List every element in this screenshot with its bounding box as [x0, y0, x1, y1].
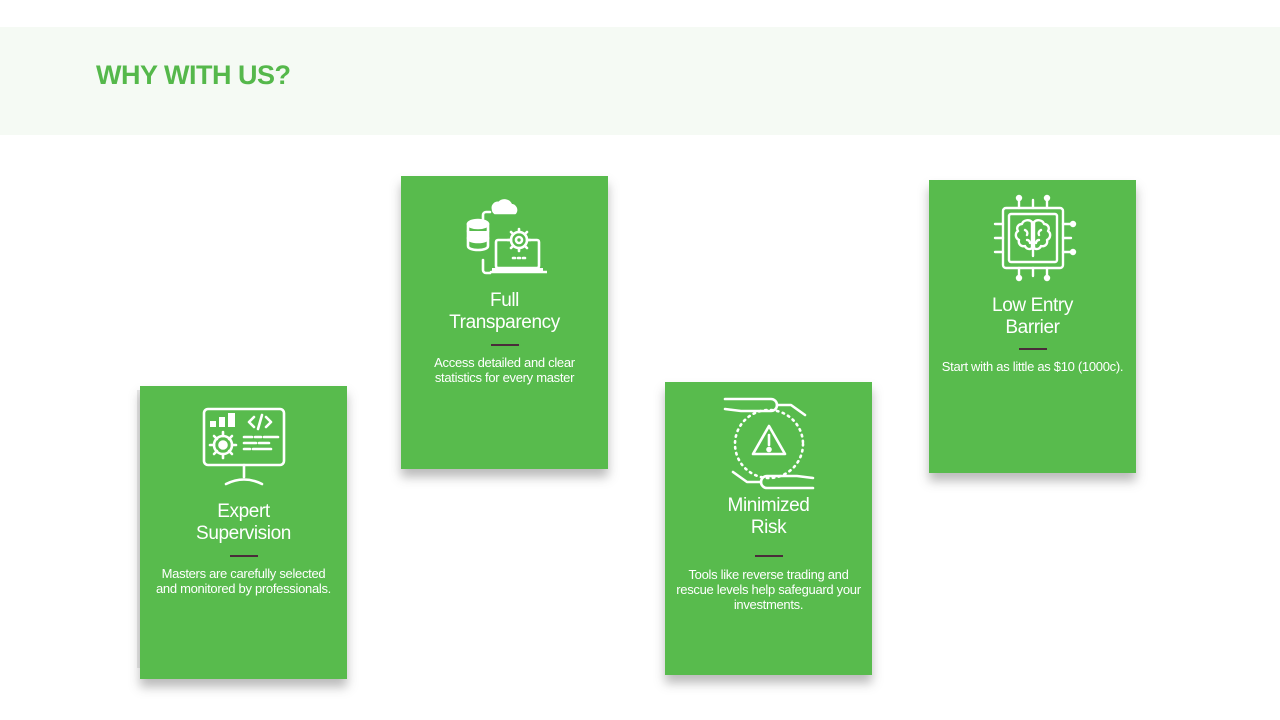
card-divider [490, 344, 519, 346]
card-full-transparency: Full Transparency Access detailed and cl… [401, 176, 608, 469]
card-title: Expert Supervision [196, 501, 291, 544]
card-low-entry-barrier: Low Entry Barrier Start with as little a… [929, 180, 1136, 473]
card-description: Masters are carefully selected and monit… [156, 566, 331, 596]
hands-warning-icon [721, 396, 817, 492]
cloud-database-laptop-icon [463, 196, 547, 278]
card-description: Access detailed and clear statistics for… [434, 355, 575, 385]
card-description: Tools like reverse trading and rescue le… [676, 567, 861, 612]
card-title: Low Entry Barrier [992, 295, 1073, 338]
card-expert-supervision: Expert Supervision Masters are carefully… [140, 386, 347, 679]
card-title: Minimized Risk [727, 495, 810, 538]
card-divider [229, 555, 258, 557]
brain-chip-icon [989, 194, 1077, 282]
page-title: WHY WITH US? [96, 60, 291, 90]
card-description: Start with as little as $10 (1000c). [941, 359, 1124, 374]
card-divider [1018, 348, 1047, 350]
card-edge-shadow [137, 390, 140, 668]
card-divider [754, 555, 783, 557]
card-title: Full Transparency [449, 290, 560, 333]
card-minimized-risk: Minimized Risk Tools like reverse tradin… [665, 382, 872, 675]
header-band [0, 27, 1280, 135]
monitor-gear-code-icon [202, 407, 286, 487]
